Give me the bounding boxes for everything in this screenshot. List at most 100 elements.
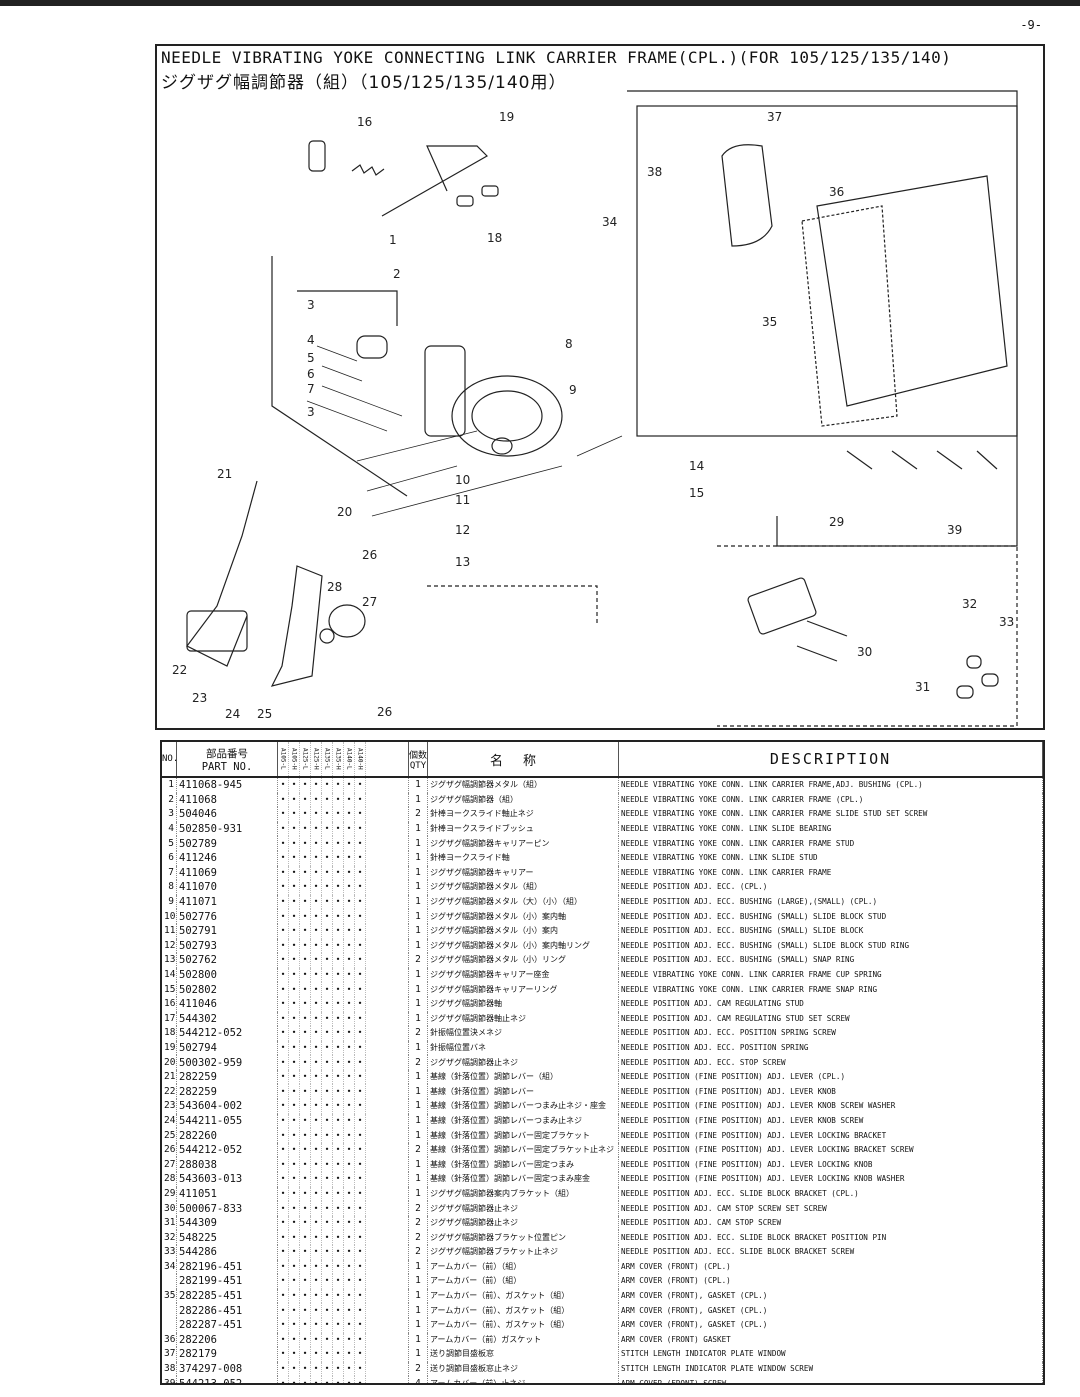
header-qty-jp: 個数 [409,750,428,761]
model-applicability-mark: • [332,880,344,895]
row-part-no: 502791 [176,923,278,939]
model-applicability-mark: • [277,836,289,851]
model-applicability-mark: • [321,1215,333,1231]
row-part-no: 500067-833 [176,1201,278,1216]
row-name-jp: アームカバー（前）ガスケット [427,1332,619,1348]
row-name-jp: ジグザグ幅調節器メタル（小）リング [427,953,619,968]
model-applicability-mark: • [332,1259,344,1275]
row-qty: 2 [408,1230,428,1245]
row-spacer [365,1332,409,1348]
model-applicability-mark: • [277,1084,289,1100]
callout-38: 38 [647,165,662,179]
callout-26: 26 [362,548,377,562]
model-applicability-mark: • [332,1128,344,1143]
parts-illustration: 16 19 18 1 2 3 4 5 6 7 3 8 9 10 11 12 13… [172,90,1018,727]
model-applicability-mark: • [288,923,300,939]
model-applicability-mark: • [343,938,355,954]
model-applicability-mark: • [343,1172,355,1187]
model-applicability-mark: • [321,1011,333,1027]
model-applicability-mark: • [288,1084,300,1100]
row-no: 7 [162,865,177,881]
model-applicability-mark: • [277,777,289,793]
row-spacer [365,1186,409,1202]
model-applicability-mark: • [277,1128,289,1143]
model-applicability-mark: • [310,1332,322,1348]
header-model-a125h: A125-H [310,742,322,778]
row-no: 5 [162,836,177,851]
model-applicability-mark: • [310,1157,322,1173]
row-qty: 1 [408,1099,428,1114]
model-applicability-mark: • [277,1317,289,1333]
gasket [801,205,898,427]
row-part-no: 502802 [176,982,278,997]
model-applicability-mark: • [277,1288,289,1304]
callout-19: 19 [499,110,514,124]
row-qty: 1 [408,850,428,866]
row-description: NEEDLE VIBRATING YOKE CONN. LINK CARRIER… [618,777,1043,793]
model-applicability-mark: • [288,1026,300,1041]
model-applicability-mark: • [277,1142,289,1158]
row-no: 26 [162,1142,177,1158]
row-no: 30 [162,1201,177,1216]
row-spacer [365,909,409,924]
row-description: NEEDLE POSITION ADJ. ECC. BUSHING (SMALL… [618,909,1043,924]
bracket-1 [271,256,408,497]
model-applicability-mark: • [332,1288,344,1304]
row-name-jp: ジグザグ幅調節器案内ブラケット（組） [427,1186,619,1202]
row-qty: 4 [408,1376,428,1383]
callout-35: 35 [762,315,777,329]
model-applicability-mark: • [321,1186,333,1202]
row-no: 2 [162,792,177,808]
model-applicability-mark: • [332,807,344,822]
row-spacer [365,1347,409,1362]
model-applicability-mark: • [288,967,300,983]
row-spacer [365,1317,409,1333]
eccentric-bushing [451,375,563,457]
header-model-a125l: A125-L [299,742,311,778]
model-applicability-mark: • [310,923,322,939]
row-name-jp: 基線（針落位置）調節レバーつまみ止ネジ・座金 [427,1099,619,1114]
row-spacer [365,1288,409,1304]
row-name-jp: ジグザグ幅調節器メタル（小）案内軸リング [427,938,619,954]
callout-25: 25 [257,707,272,721]
model-applicability-mark: • [354,1099,366,1114]
model-applicability-mark: • [310,1303,322,1318]
model-applicability-mark: • [288,1186,300,1202]
model-applicability-mark: • [277,967,289,983]
row-name-jp: ジグザグ幅調節器ブラケット位置ピン [427,1230,619,1245]
model-applicability-mark: • [299,1084,311,1100]
callout-6: 6 [307,367,315,381]
model-applicability-mark: • [332,1347,344,1362]
model-applicability-mark: • [332,938,344,954]
model-applicability-mark: • [343,1142,355,1158]
model-applicability-mark: • [332,1245,344,1260]
row-no: 38 [162,1361,177,1377]
model-applicability-mark: • [354,1084,366,1100]
model-applicability-mark: • [288,1142,300,1158]
model-applicability-mark: • [354,1245,366,1260]
model-applicability-mark: • [332,1069,344,1085]
row-qty: 2 [408,1215,428,1231]
row-name-jp: アームカバー（前）、ガスケット（組） [427,1317,619,1333]
row-no: 17 [162,1011,177,1027]
row-name-jp: ジグザグ幅調節器メタル（組） [427,777,619,793]
model-applicability-mark: • [354,1288,366,1304]
row-qty: 1 [408,821,428,837]
model-applicability-mark: • [288,1069,300,1085]
model-applicability-mark: • [354,1069,366,1085]
row-spacer [365,821,409,837]
model-applicability-mark: • [321,1069,333,1085]
slide-bearing [356,335,388,359]
model-applicability-mark: • [299,1245,311,1260]
row-description: NEEDLE POSITION (FINE POSITION) ADJ. LEV… [618,1084,1043,1100]
model-applicability-mark: • [354,821,366,837]
model-applicability-mark: • [277,1332,289,1348]
model-applicability-mark: • [299,1113,311,1129]
